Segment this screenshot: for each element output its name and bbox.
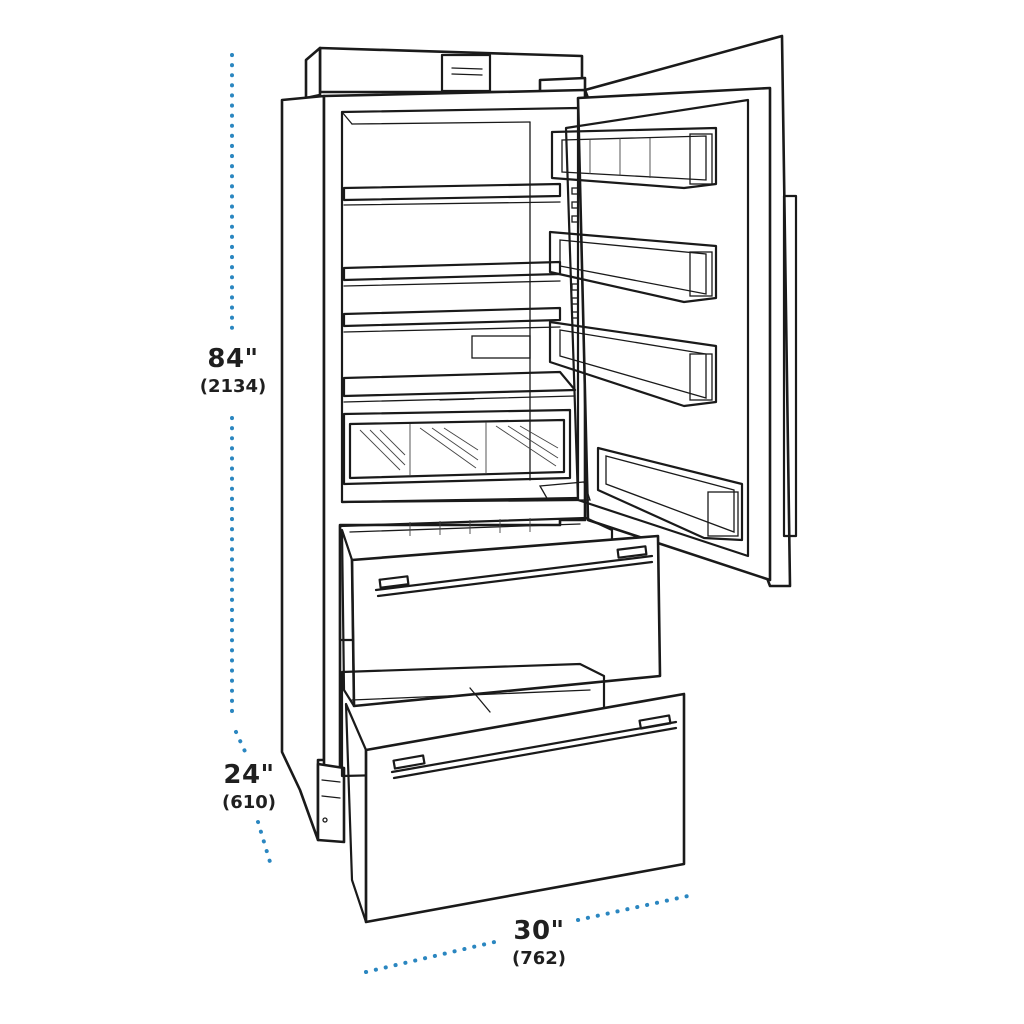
fridge-door bbox=[538, 34, 798, 588]
height-inches: 84" bbox=[207, 344, 259, 374]
door-inner-liner bbox=[576, 86, 772, 582]
shelf-1 bbox=[342, 182, 562, 202]
door-bin-2 bbox=[548, 230, 718, 304]
depth-mm: (610) bbox=[221, 792, 277, 813]
toe-kick bbox=[316, 762, 346, 844]
height-dimension-label: 84" (2134) bbox=[188, 346, 278, 396]
depth-dimension-label: 24" (610) bbox=[204, 762, 294, 812]
shelf-3 bbox=[342, 306, 562, 328]
lower-freezer-drawer bbox=[340, 662, 686, 924]
upper-freezer-drawer bbox=[338, 516, 662, 708]
width-dimension-label: 30" (762) bbox=[494, 918, 584, 968]
door-handle-strip bbox=[782, 194, 798, 538]
width-mm: (762) bbox=[511, 948, 567, 969]
height-mm: (2134) bbox=[199, 376, 267, 397]
dimension-lines bbox=[230, 53, 690, 974]
width-inches: 30" bbox=[513, 916, 565, 946]
crisper-front bbox=[342, 408, 572, 486]
crisper-bin bbox=[342, 408, 572, 486]
cabinet-left-side bbox=[280, 94, 326, 842]
width-dimension-line-right bbox=[576, 894, 690, 922]
door-bins bbox=[538, 126, 744, 542]
door-bin-1 bbox=[550, 126, 718, 190]
width-dimension-line-left bbox=[364, 938, 505, 974]
lower-drawer-handle bbox=[390, 714, 678, 780]
depth-inches: 24" bbox=[223, 760, 275, 790]
depth-dimension-line-top bbox=[234, 730, 250, 760]
door-bin-4 bbox=[596, 446, 744, 542]
door-bin-3 bbox=[548, 320, 718, 408]
top-grille-side bbox=[304, 46, 322, 100]
grille-control-panel bbox=[440, 53, 492, 93]
depth-dimension-line-bottom bbox=[256, 820, 272, 864]
upper-drawer-handle bbox=[374, 545, 654, 598]
